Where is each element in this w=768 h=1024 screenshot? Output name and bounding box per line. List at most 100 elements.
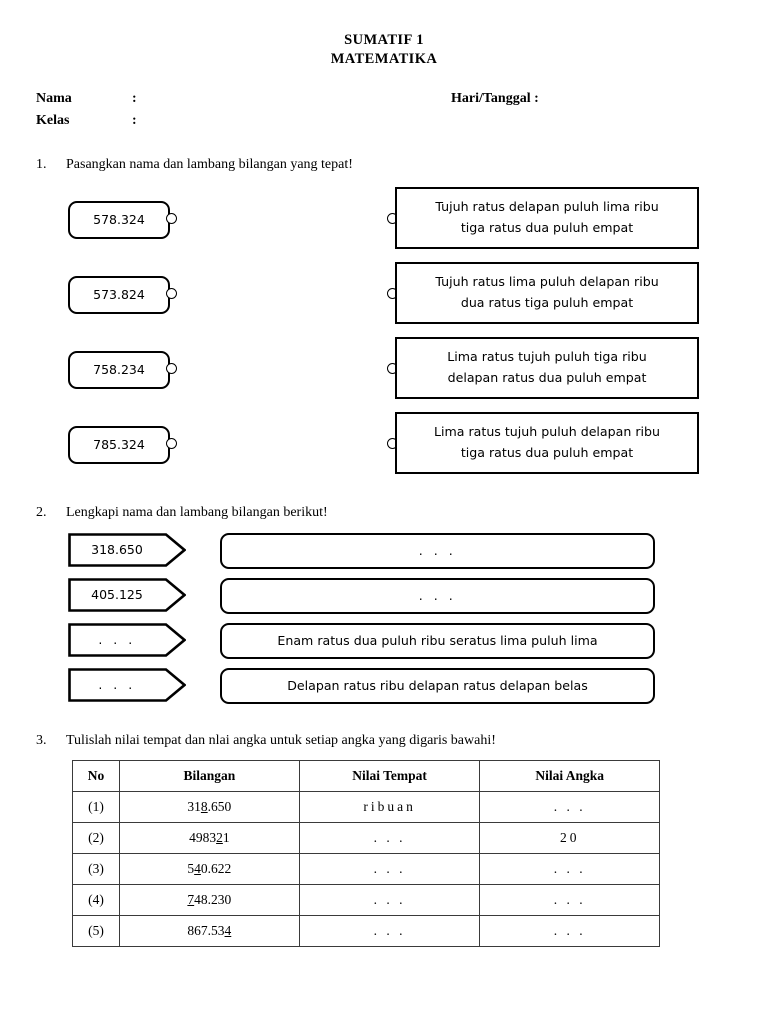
bilangan-suffix: 1 bbox=[222, 829, 230, 845]
name-card-line-1: Tujuh ratus delapan puluh lima ribu bbox=[435, 198, 659, 214]
identity-row-kelas: Kelas : bbox=[36, 110, 732, 132]
number-card[interactable]: 578.324 bbox=[68, 200, 170, 239]
cell-no: (4) bbox=[72, 883, 120, 916]
table-row: (5) 867.534 . . . . . . bbox=[72, 914, 660, 947]
table-row: (3) 540.622 . . . . . . bbox=[72, 852, 660, 885]
name-card-line-1: Tujuh ratus lima puluh delapan ribu bbox=[435, 273, 659, 289]
table-row: (2) 498321 . . . 20 bbox=[72, 821, 660, 854]
title-line-2: MATEMATIKA bbox=[330, 51, 438, 68]
question-3-text: Tulislah nilai tempat dan nlai angka unt… bbox=[66, 732, 496, 748]
question-3-number: 3. bbox=[36, 732, 47, 748]
question-1-matching-area: 578.324 Tujuh ratus delapan puluh lima r… bbox=[0, 186, 768, 487]
connector-dot-icon[interactable] bbox=[166, 287, 177, 299]
nama-card[interactable]: Delapan ratus ribu delapan ratus delapan… bbox=[220, 667, 655, 704]
number-card[interactable]: 573.824 bbox=[68, 275, 170, 314]
nama-value: . . . bbox=[418, 543, 457, 559]
pentagon-arrow-icon bbox=[68, 667, 186, 702]
pentagon-arrow-icon bbox=[68, 532, 186, 567]
column-header-no: No bbox=[72, 759, 120, 792]
question-2-text: Lengkapi nama dan lambang bilangan berik… bbox=[66, 504, 328, 520]
bilangan-prefix: 4983 bbox=[189, 829, 217, 845]
lambang-value: . . . bbox=[98, 632, 136, 648]
pentagon-arrow-icon bbox=[68, 622, 186, 657]
cell-bilangan: 867.534 bbox=[118, 914, 300, 947]
cell-nilai-angka[interactable]: . . . bbox=[479, 914, 660, 947]
cell-no: (3) bbox=[72, 852, 120, 885]
cell-nilai-tempat[interactable]: . . . bbox=[298, 883, 481, 916]
cell-nilai-tempat[interactable]: . . . bbox=[298, 914, 481, 947]
connector-dot-icon[interactable] bbox=[166, 362, 177, 374]
question-1-prompt: 1. Pasangkan nama dan lambang bilangan y… bbox=[0, 157, 768, 173]
cell-nilai-angka[interactable]: . . . bbox=[479, 790, 660, 823]
title-line-1: SUMATIF 1 bbox=[344, 32, 424, 48]
name-card-line-2: tiga ratus dua puluh empat bbox=[460, 219, 634, 235]
kelas-colon: : bbox=[132, 112, 137, 128]
name-card-line-2: delapan ratus dua puluh empat bbox=[447, 369, 647, 385]
question-2-number: 2. bbox=[36, 504, 47, 520]
nama-label: Nama bbox=[36, 91, 72, 107]
fill-row: . . . Delapan ratus ribu delapan ratus d… bbox=[0, 667, 768, 713]
nama-card[interactable]: Enam ratus dua puluh ribu seratus lima p… bbox=[220, 622, 655, 659]
nama-value: . . . bbox=[418, 588, 457, 604]
cell-nilai-tempat[interactable]: . . . bbox=[298, 821, 481, 854]
bilangan-underlined-digit: 4 bbox=[224, 922, 232, 938]
fill-row: . . . Enam ratus dua puluh ribu seratus … bbox=[0, 622, 768, 668]
cell-no: (1) bbox=[72, 790, 120, 823]
match-row: 578.324 Tujuh ratus delapan puluh lima r… bbox=[0, 186, 768, 262]
lambang-value: 405.125 bbox=[91, 587, 143, 603]
name-card[interactable]: Tujuh ratus delapan puluh lima ribu tiga… bbox=[395, 186, 699, 249]
question-2-fill-area: 318.650 . . . 405.125 . . . . . bbox=[0, 532, 768, 713]
name-card-line-1: Lima ratus tujuh puluh tiga ribu bbox=[447, 348, 647, 364]
name-card-line-1: Lima ratus tujuh puluh delapan ribu bbox=[433, 423, 661, 439]
bilangan-underlined-digit: 4 bbox=[194, 860, 201, 876]
connector-dot-icon[interactable] bbox=[166, 212, 177, 224]
connector-dot-icon[interactable] bbox=[166, 437, 177, 449]
cell-no: (5) bbox=[72, 914, 120, 947]
cell-bilangan: 540.622 bbox=[118, 852, 300, 885]
nama-colon: : bbox=[132, 91, 137, 107]
question-2-prompt: 2. Lengkapi nama dan lambang bilangan be… bbox=[0, 505, 768, 521]
bilangan-underlined-digit: 8 bbox=[200, 798, 208, 814]
question-3-prompt: 3. Tulislah nilai tempat dan nlai angka … bbox=[0, 733, 768, 749]
bilangan-suffix: 0.622 bbox=[200, 860, 232, 876]
cell-nilai-tempat[interactable]: . . . bbox=[298, 852, 481, 885]
bilangan-prefix: 31 bbox=[187, 798, 201, 814]
name-card-line-2: dua ratus tiga puluh empat bbox=[460, 294, 634, 310]
lambang-arrow-card[interactable]: 405.125 bbox=[68, 577, 186, 612]
nilai-tempat-table: No Bilangan Nilai Tempat Nilai Angka (1)… bbox=[72, 759, 660, 947]
cell-nilai-angka[interactable]: 20 bbox=[479, 821, 660, 854]
lambang-answer-field[interactable]: . . . bbox=[68, 667, 186, 702]
fill-row: 405.125 . . . bbox=[0, 577, 768, 623]
nama-answer-field[interactable]: . . . bbox=[220, 577, 655, 614]
match-row: 573.824 Tujuh ratus lima puluh delapan r… bbox=[0, 261, 768, 337]
lambang-value: 318.650 bbox=[91, 542, 143, 558]
bilangan-underlined-digit: 7 bbox=[187, 891, 195, 907]
number-card[interactable]: 785.324 bbox=[68, 425, 170, 464]
cell-nilai-angka[interactable]: . . . bbox=[479, 852, 660, 885]
cell-no: (2) bbox=[72, 821, 120, 854]
name-card[interactable]: Tujuh ratus lima puluh delapan ribu dua … bbox=[395, 261, 699, 324]
document-title: SUMATIF 1 MATEMATIKA bbox=[0, 0, 768, 69]
hari-tanggal-label: Hari/Tanggal : bbox=[451, 91, 539, 107]
kelas-label: Kelas bbox=[36, 112, 70, 128]
lambang-arrow-card[interactable]: 318.650 bbox=[68, 532, 186, 567]
name-card[interactable]: Lima ratus tujuh puluh delapan ribu tiga… bbox=[395, 411, 699, 474]
table-header-row: No Bilangan Nilai Tempat Nilai Angka bbox=[72, 759, 660, 792]
identity-block: Nama : Hari/Tanggal : Kelas : bbox=[0, 88, 768, 131]
column-header-nilai-angka: Nilai Angka bbox=[479, 759, 660, 792]
nama-value: Delapan ratus ribu delapan ratus delapan… bbox=[287, 678, 588, 694]
lambang-answer-field[interactable]: . . . bbox=[68, 622, 186, 657]
nama-answer-field[interactable]: . . . bbox=[220, 532, 655, 569]
name-card[interactable]: Lima ratus tujuh puluh tiga ribu delapan… bbox=[395, 336, 699, 399]
cell-nilai-tempat[interactable]: ribuan bbox=[298, 790, 481, 823]
column-header-nilai-tempat: Nilai Tempat bbox=[298, 759, 481, 792]
bilangan-suffix: .650 bbox=[207, 798, 232, 814]
bilangan-prefix: 5 bbox=[187, 860, 195, 876]
bilangan-prefix: 867.53 bbox=[187, 922, 225, 938]
number-card[interactable]: 758.234 bbox=[68, 350, 170, 389]
match-row: 785.324 Lima ratus tujuh puluh delapan r… bbox=[0, 411, 768, 487]
identity-row-nama: Nama : Hari/Tanggal : bbox=[36, 88, 732, 110]
nama-value: Enam ratus dua puluh ribu seratus lima p… bbox=[277, 633, 598, 649]
cell-nilai-angka[interactable]: . . . bbox=[479, 883, 660, 916]
